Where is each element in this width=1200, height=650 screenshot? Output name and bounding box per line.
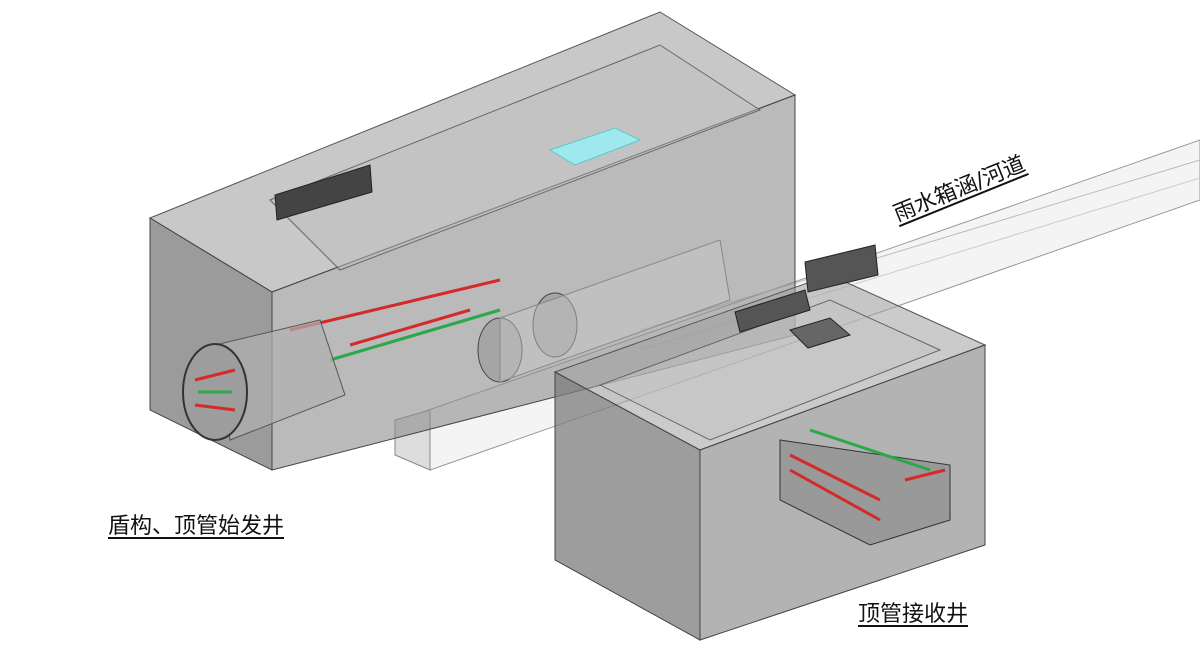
piping [289, 278, 501, 362]
receiving-shaft-structure [553, 244, 987, 641]
launch-shaft-label: 盾构、顶管始发井 [108, 514, 285, 539]
shield-tunnel [182, 319, 346, 441]
pipe-jacking-tunnel [477, 239, 731, 383]
receiving-shaft-label: 顶管接收井 [858, 602, 969, 627]
